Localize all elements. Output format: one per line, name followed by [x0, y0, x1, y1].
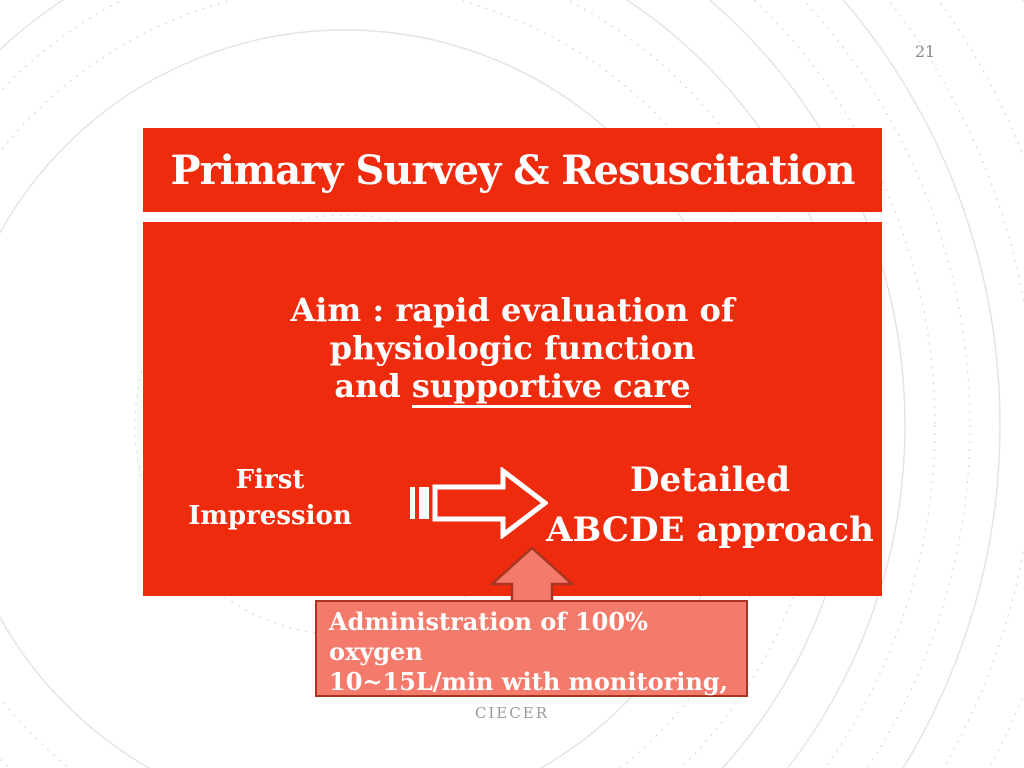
aim-line-3: and supportive care	[183, 367, 842, 408]
first-impression-line-2: Impression	[188, 501, 352, 531]
slide-title: Primary Survey & Resuscitation	[170, 146, 856, 194]
aim-line-3-underlined: supportive care	[411, 370, 691, 408]
footer-label: CIECER	[474, 704, 550, 722]
callout-line-3: necessary.	[329, 727, 467, 756]
striped-right-arrow-icon	[410, 467, 548, 539]
oxygen-callout-box: Administration of 100% oxygen 10~15L/min…	[315, 600, 748, 756]
callout-line-2: 10~15L/min with monitoring, if	[329, 667, 728, 726]
up-arrow-icon	[490, 546, 574, 604]
aim-line-2: physiologic function	[329, 329, 696, 367]
callout-line-1: Administration of 100% oxygen	[329, 607, 648, 666]
detailed-line-2: ABCDE approach	[546, 510, 874, 550]
content-box	[143, 222, 882, 596]
aim-line-3-prefix: and	[334, 367, 412, 405]
first-impression-line-1: First	[235, 465, 305, 495]
page-number: 21	[914, 42, 936, 61]
aim-statement: Aim : rapid evaluation of physiologic fu…	[183, 291, 842, 408]
title-bar: Primary Survey & Resuscitation	[143, 128, 882, 212]
first-impression-label: First Impression	[170, 462, 370, 534]
aim-line-1: Aim : rapid evaluation of	[290, 291, 735, 329]
detailed-abcde-label: Detailed ABCDE approach	[535, 455, 885, 555]
detailed-line-1: Detailed	[629, 460, 791, 500]
